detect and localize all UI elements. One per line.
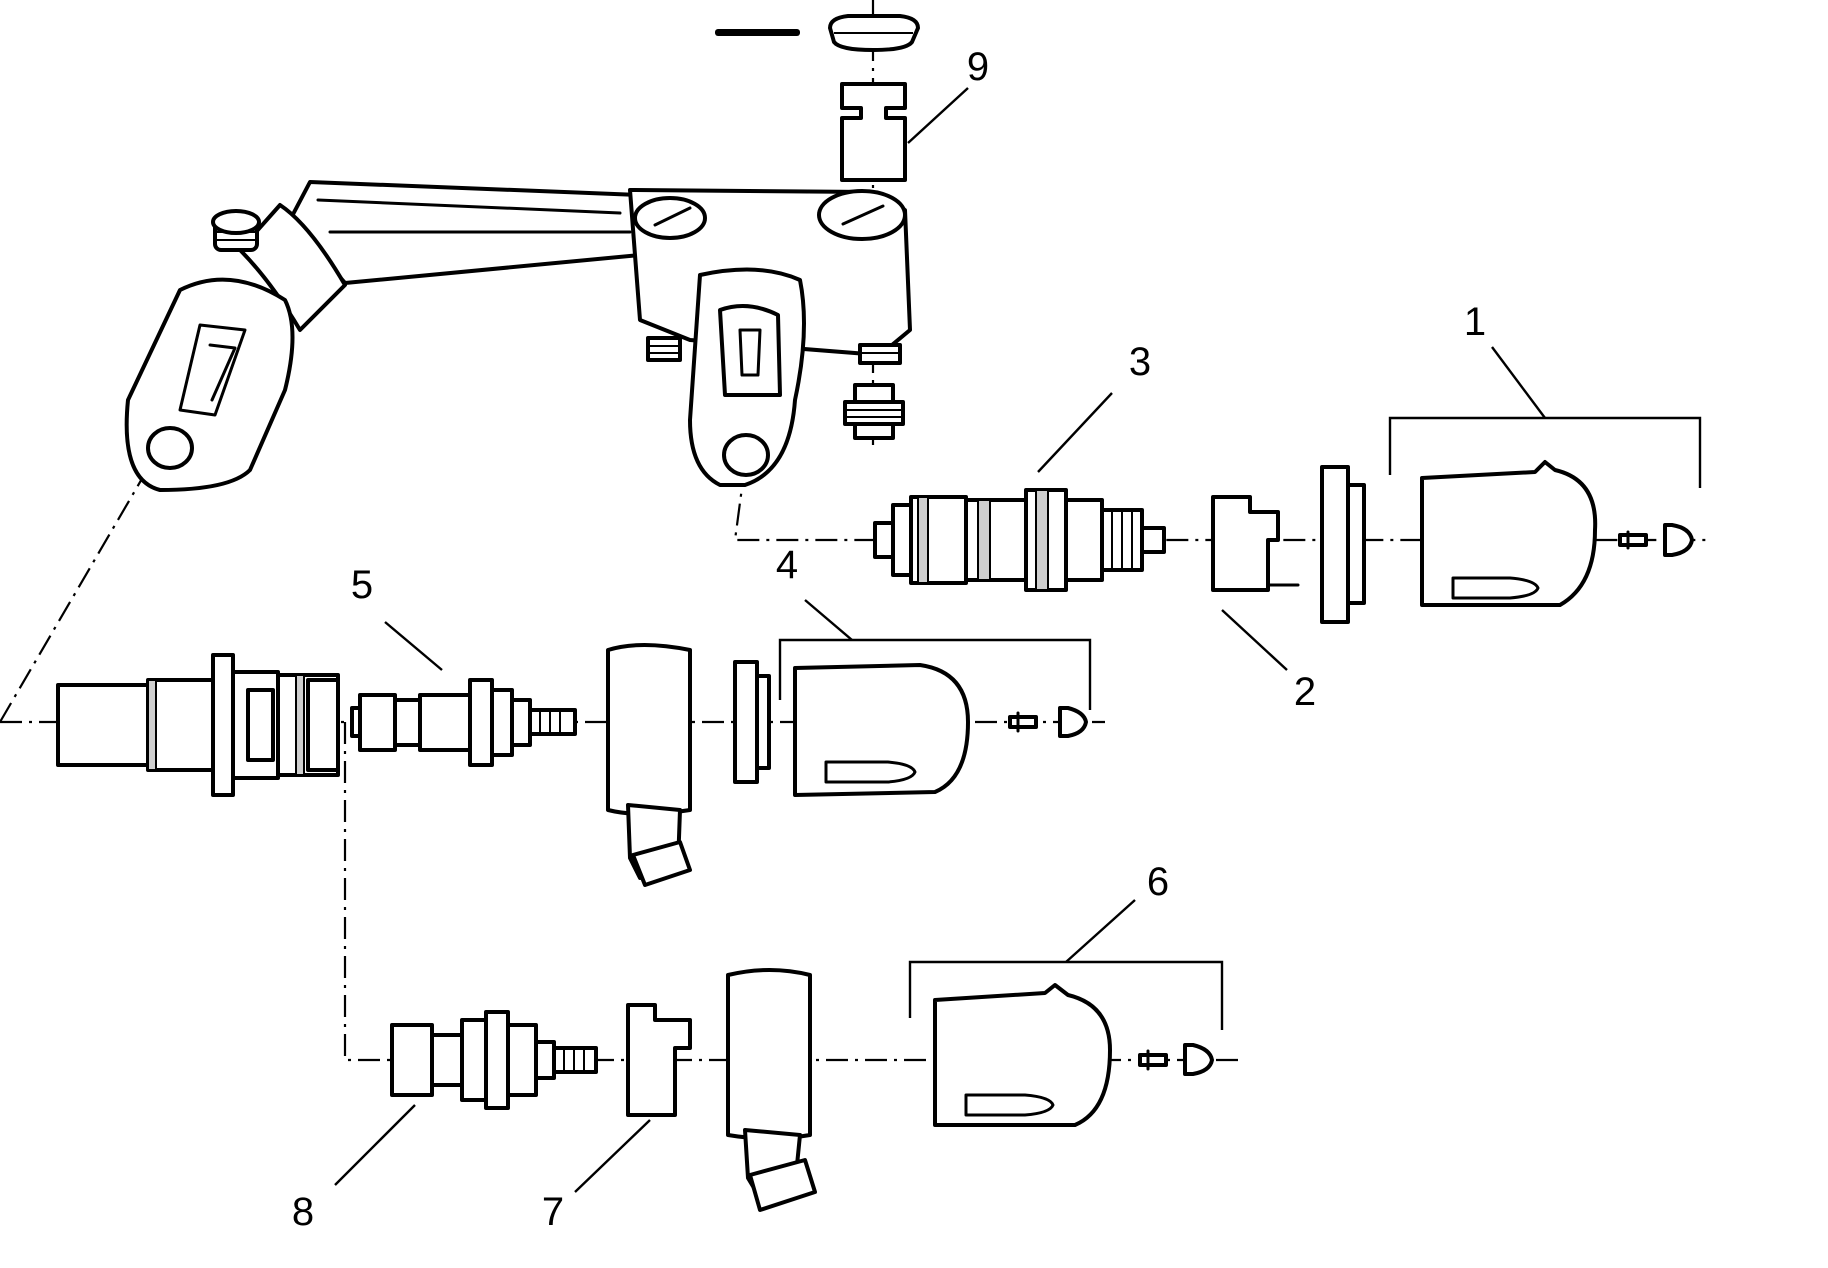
callout-5: 5 bbox=[351, 563, 373, 607]
callout-7: 7 bbox=[542, 1190, 564, 1234]
part-8-ceramic-cartridge bbox=[390, 1010, 598, 1110]
callout-6: 6 bbox=[1147, 860, 1169, 904]
callouts: 1 2 3 4 5 6 7 8 9 bbox=[292, 45, 1486, 1234]
sleeve-lower bbox=[726, 968, 817, 1212]
part-3-thermostatic-cartridge bbox=[873, 488, 1166, 592]
part-4-handle bbox=[793, 663, 1088, 797]
part-5-ceramic-cartridge bbox=[350, 678, 577, 767]
stop-ring-middle bbox=[733, 660, 771, 784]
stop-ring-upper bbox=[1320, 465, 1366, 624]
callout-2: 2 bbox=[1294, 670, 1316, 714]
leader-lines bbox=[334, 87, 1546, 1193]
mixer-body bbox=[124, 180, 912, 492]
callout-4: 4 bbox=[776, 543, 798, 587]
callout-1: 1 bbox=[1464, 300, 1486, 344]
callout-3: 3 bbox=[1129, 340, 1151, 384]
callout-9: 9 bbox=[967, 45, 989, 89]
part-9-cap-assembly bbox=[715, 14, 920, 182]
sleeve-middle bbox=[606, 643, 692, 887]
part-1-thermostat-handle bbox=[1420, 460, 1694, 607]
part-2-adapter bbox=[1211, 495, 1300, 592]
callout-8: 8 bbox=[292, 1190, 314, 1234]
part-7-adapter bbox=[626, 1003, 692, 1117]
part-6-handle bbox=[933, 983, 1214, 1127]
diverter-cartridge-body bbox=[56, 653, 340, 797]
